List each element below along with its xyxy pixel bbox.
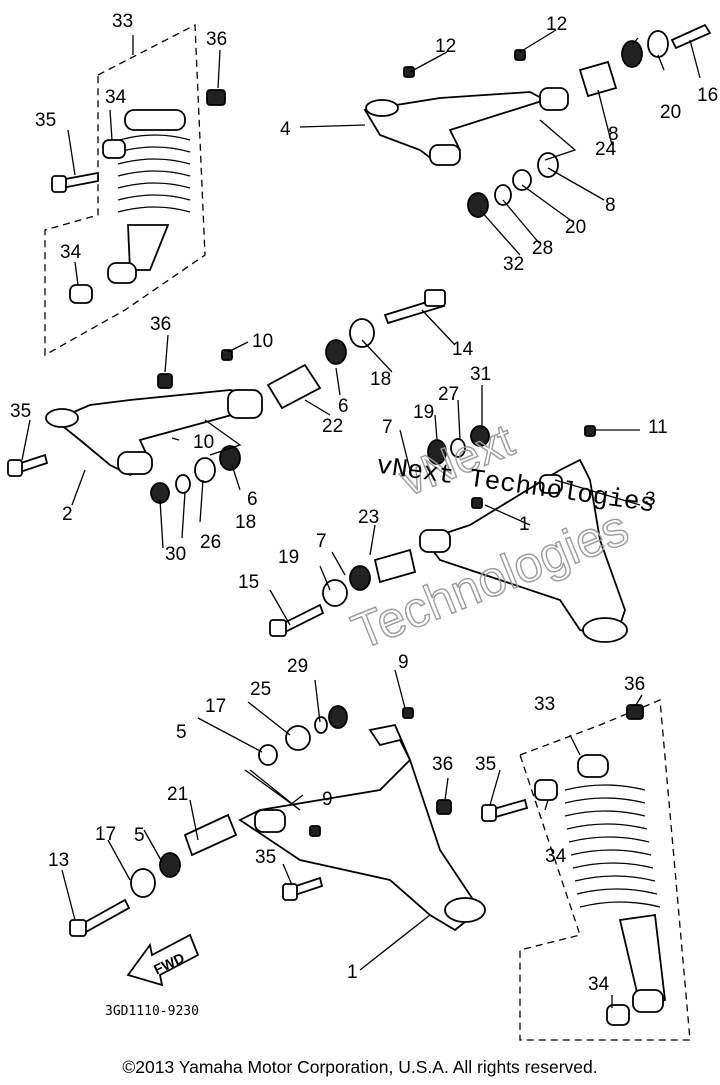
upper-arm-left (7, 289, 446, 504)
callout-34: 34 (60, 242, 82, 263)
callout-16: 16 (697, 85, 718, 106)
callout-35: 35 (475, 754, 496, 775)
callout-labels: 3336343534121241620824820283236103521030… (10, 11, 718, 995)
callout-27: 27 (438, 384, 459, 405)
callout-17: 17 (95, 824, 116, 845)
callout-13: 13 (48, 850, 69, 871)
leader-lines (21, 29, 701, 1008)
callout-24: 24 (595, 139, 617, 160)
callout-23: 23 (358, 507, 379, 528)
callout-34: 34 (105, 87, 127, 108)
upper-arm-right (363, 23, 712, 218)
callout-35: 35 (10, 401, 31, 422)
callout-2: 2 (62, 504, 73, 525)
callout-10: 10 (252, 331, 273, 352)
callout-30: 30 (165, 544, 186, 565)
callout-8: 8 (605, 195, 616, 216)
callout-5: 5 (176, 722, 187, 743)
forward-direction-arrow: FWD (126, 933, 200, 987)
lower-arm-bottom (69, 705, 486, 937)
callout-34: 34 (545, 846, 567, 867)
drawing-code: 3GD1110-9230 (105, 1004, 199, 1019)
callout-4: 4 (280, 119, 291, 140)
copyright-notice: ©2013 Yamaha Motor Corporation, U.S.A. A… (122, 1057, 598, 1077)
callout-8: 8 (608, 124, 619, 145)
callout-18: 18 (235, 512, 256, 533)
callout-3: 3 (645, 489, 656, 510)
callout-33: 33 (534, 694, 555, 715)
callout-1: 1 (519, 514, 530, 535)
callout-31: 31 (470, 364, 491, 385)
callout-10: 10 (193, 432, 214, 453)
callout-14: 14 (452, 339, 474, 360)
callout-19: 19 (413, 402, 434, 423)
callout-15: 15 (238, 572, 259, 593)
callout-7: 7 (316, 531, 327, 552)
callout-12: 12 (546, 14, 567, 35)
callout-28: 28 (532, 238, 553, 259)
callout-25: 25 (250, 679, 271, 700)
callout-36: 36 (150, 314, 171, 335)
callout-35: 35 (255, 847, 276, 868)
shock-absorber-lower-right (481, 699, 691, 1041)
callout-6: 6 (247, 489, 258, 510)
callout-20: 20 (660, 102, 681, 123)
callout-7: 7 (382, 417, 393, 438)
callout-21: 21 (167, 784, 188, 805)
shock-absorber-upper-left (44, 23, 226, 357)
callout-26: 26 (200, 532, 221, 553)
callout-36: 36 (206, 29, 227, 50)
callout-12: 12 (435, 36, 456, 57)
callout-9: 9 (398, 652, 409, 673)
callout-11: 11 (648, 417, 668, 438)
callout-36: 36 (624, 674, 645, 695)
callout-19: 19 (278, 547, 299, 568)
callout-6: 6 (338, 396, 349, 417)
callout-1: 1 (347, 962, 358, 983)
callout-5: 5 (134, 825, 145, 846)
callout-17: 17 (205, 696, 226, 717)
callout-32: 32 (503, 254, 524, 275)
callout-33: 33 (112, 11, 133, 32)
callout-20: 20 (565, 217, 586, 238)
callout-36: 36 (432, 754, 453, 775)
callout-18: 18 (370, 369, 391, 390)
callout-29: 29 (287, 656, 308, 677)
suspension-exploded-diagram: FWD 333634353412124162082482028323610352… (7, 11, 718, 1041)
callout-35: 35 (35, 110, 56, 131)
callout-22: 22 (322, 416, 343, 437)
callout-9: 9 (322, 789, 333, 810)
callout-34: 34 (588, 974, 610, 995)
